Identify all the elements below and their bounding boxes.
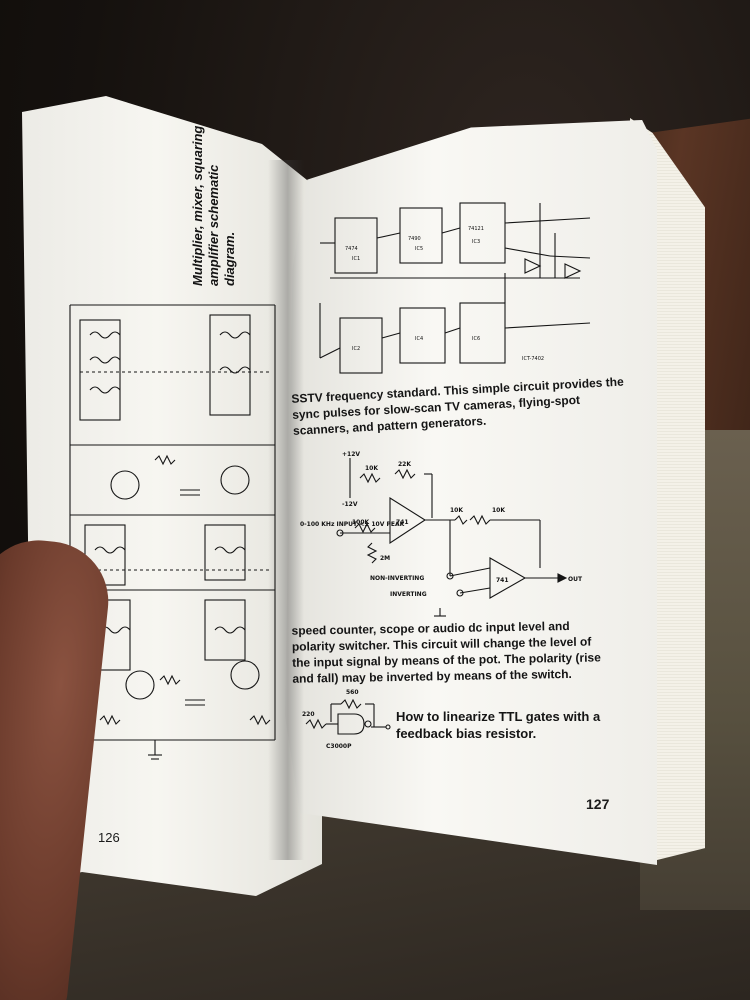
caption-ttl: How to linearize TTL gates with a feedba…	[396, 709, 601, 741]
r-input-label: 220	[302, 711, 315, 718]
level-polarity-schematic: +12V -12V 10K 22K 100K 2M 10K 10K 741 74…	[300, 451, 583, 617]
right-page	[285, 120, 657, 865]
paragraph-level-polarity: speed counter, scope or audio dc input l…	[291, 618, 601, 686]
right-page-number: 127	[586, 796, 610, 812]
caption-line-1: Multiplier, mixer, squaring	[190, 125, 205, 286]
left-page-caption: Multiplier, mixer, squaring amplifier sc…	[190, 116, 238, 286]
chip-label-1: 7474	[345, 246, 358, 252]
ic-label-5: IC5	[415, 246, 423, 252]
chip-label-2: 7490	[408, 236, 421, 242]
r1-label: 10K	[365, 465, 378, 472]
r6-label: 10K	[492, 507, 505, 514]
ic-label-6: IC6	[472, 336, 480, 342]
vpos-label-1: +12V	[342, 451, 360, 458]
left-page-number: 126	[98, 830, 120, 845]
ic-label-4: IC4	[415, 336, 423, 342]
non-inverting-label: NON-INVERTING	[370, 575, 424, 582]
r4-label: 2M	[380, 555, 390, 562]
sstv-sync-schematic: 7474 7490 74121 IC1 IC2 IC3 IC4 IC5 IC6 …	[319, 202, 591, 374]
ic-label-1: IC1	[352, 256, 360, 262]
ic-label-2: IC2	[352, 346, 360, 352]
chip-label-3: 74121	[468, 226, 484, 232]
book-gutter-shadow	[268, 160, 304, 860]
vneg-label-1: -12V	[342, 501, 358, 508]
r3-label: 100K	[352, 519, 370, 526]
out-label: OUT	[568, 576, 583, 583]
ttl-bias-schematic: 560 220 C3000P	[302, 689, 391, 750]
input-label: 0-100 KHz INPUT <± 10V PEAK	[300, 521, 405, 528]
r2-label: 22K	[398, 461, 411, 468]
part-label: C3000P	[326, 743, 352, 750]
inverting-label: INVERTING	[390, 591, 427, 598]
ic-label-3: IC3	[472, 239, 480, 245]
caption-line-2: amplifier schematic diagram.	[206, 164, 237, 286]
r5-label: 10K	[450, 507, 463, 514]
part-code: ICT-7402	[522, 356, 544, 362]
opamp-label-1: 741	[396, 519, 409, 526]
opamp-label-2: 741	[496, 577, 509, 584]
r-feedback-label: 560	[346, 689, 359, 696]
